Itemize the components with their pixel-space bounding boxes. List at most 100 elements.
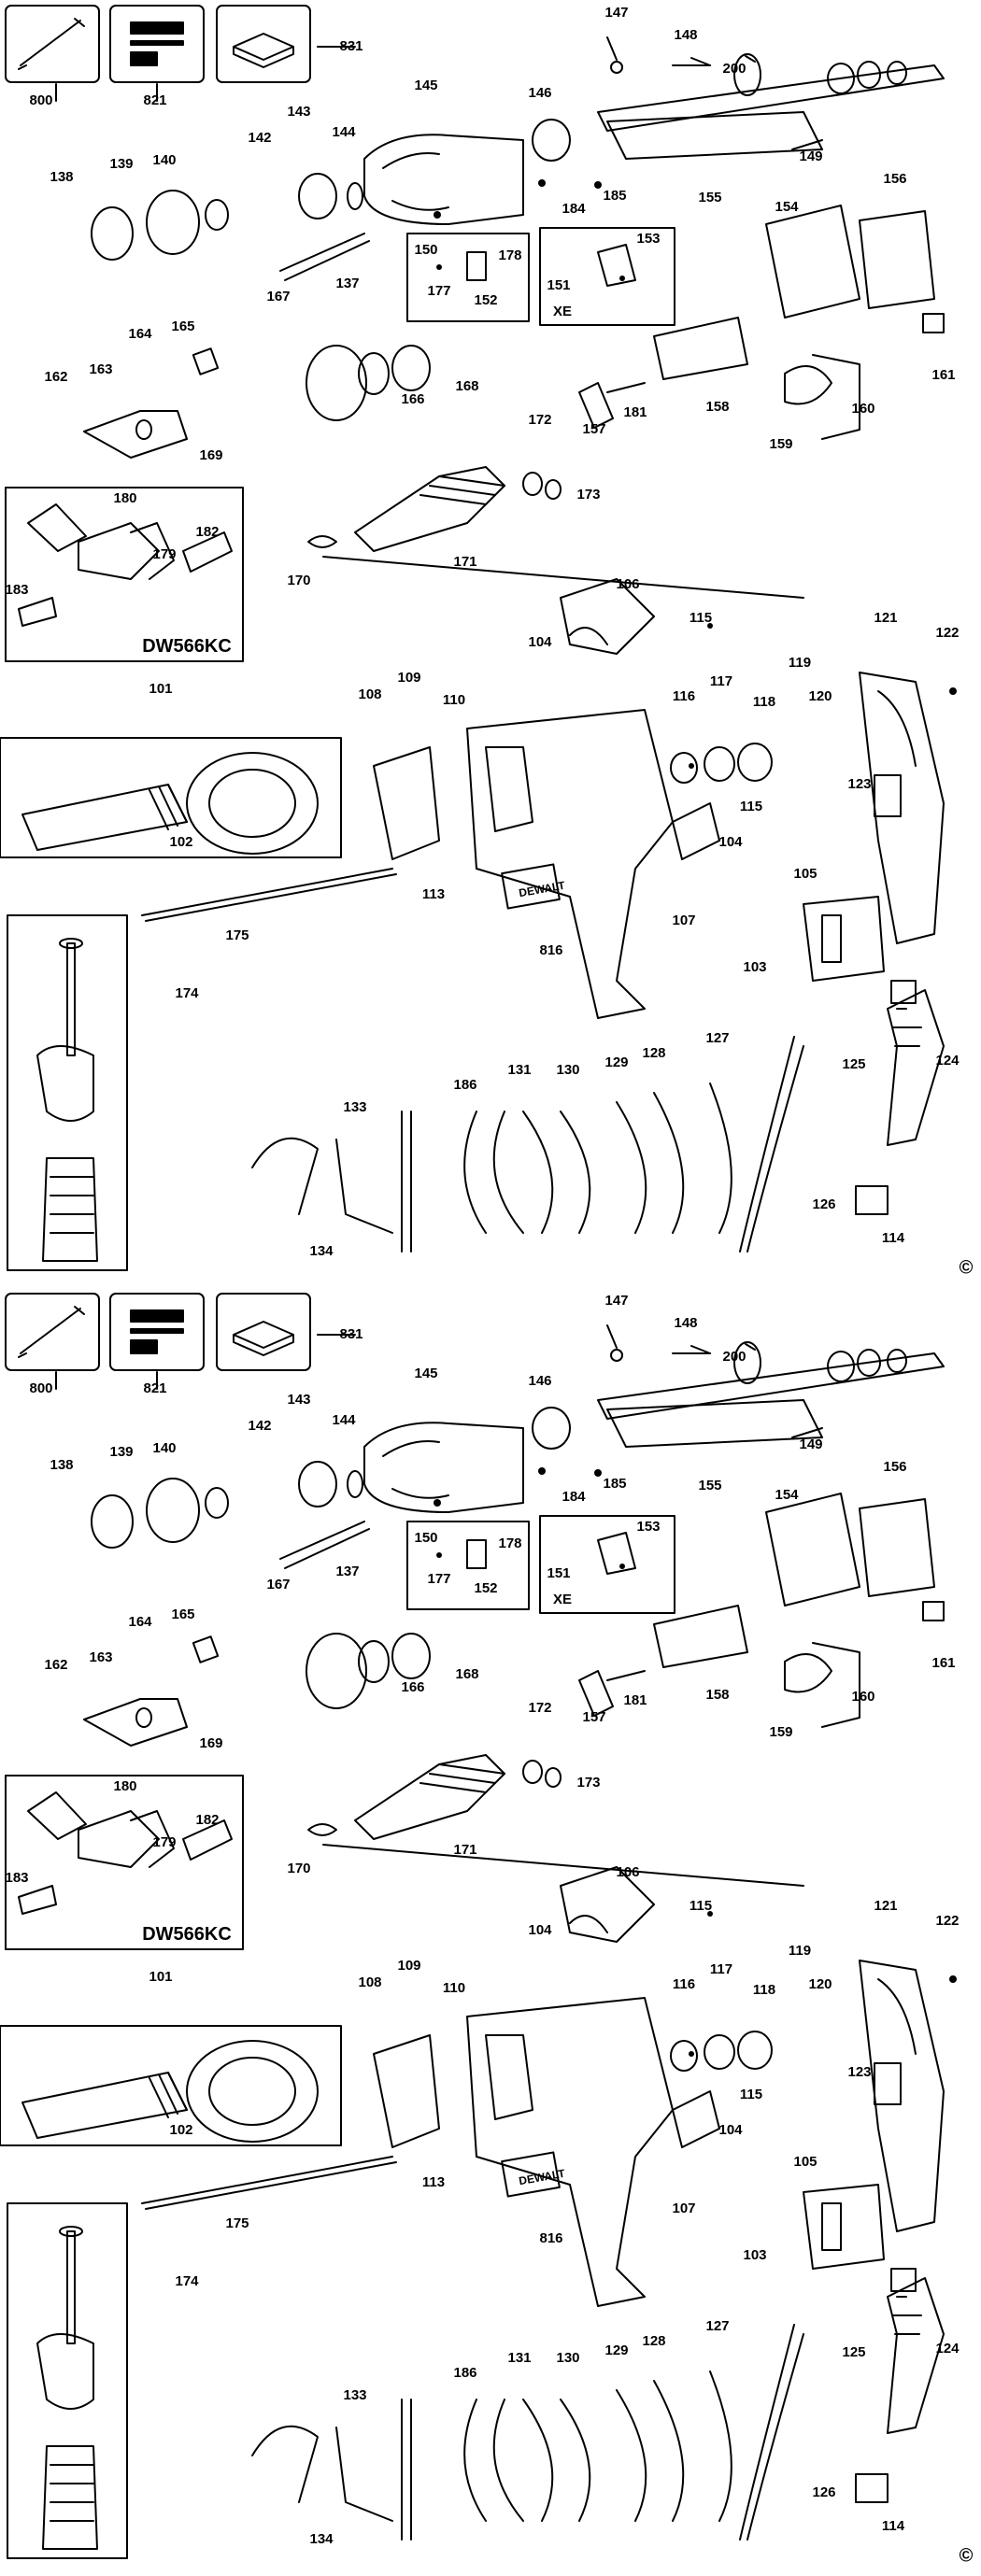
part-number-label: 149 bbox=[799, 1437, 823, 1452]
part-number-label: 110 bbox=[442, 692, 466, 708]
part-number-label: 127 bbox=[705, 1030, 730, 1046]
part-number-label: 138 bbox=[50, 1457, 74, 1473]
part-number-label: 133 bbox=[343, 1099, 367, 1115]
part-number-label: 184 bbox=[562, 201, 586, 217]
part-number-label: 121 bbox=[874, 610, 898, 626]
copyright-mark: © bbox=[959, 1257, 974, 1279]
part-number-label: 165 bbox=[171, 318, 195, 334]
switch-box-xe bbox=[539, 1515, 675, 1614]
part-number-label: 118 bbox=[752, 694, 776, 710]
part-number-label: 161 bbox=[931, 367, 956, 383]
part-number-label: 126 bbox=[812, 1196, 836, 1212]
part-number-label: 122 bbox=[935, 625, 960, 641]
part-number-label: 177 bbox=[427, 1571, 451, 1587]
part-number-label: 114 bbox=[881, 1230, 905, 1246]
part-number-label: 115 bbox=[689, 610, 713, 626]
part-number-label: 816 bbox=[539, 942, 563, 958]
part-number-label: 104 bbox=[528, 634, 552, 650]
part-number-label: 170 bbox=[287, 1861, 311, 1876]
part-number-label: 169 bbox=[199, 1735, 223, 1751]
part-number-label: 185 bbox=[603, 1476, 627, 1492]
part-number-label: 168 bbox=[455, 378, 479, 394]
part-number-label: 147 bbox=[604, 1293, 629, 1309]
part-number-label: 105 bbox=[793, 2154, 818, 2170]
part-number-label: 174 bbox=[175, 985, 199, 1001]
part-number-label: 143 bbox=[287, 1392, 311, 1408]
part-number-label: 186 bbox=[453, 1077, 477, 1093]
part-number-label: 137 bbox=[335, 276, 360, 291]
part-number-label: 165 bbox=[171, 1606, 195, 1622]
part-number-label: 119 bbox=[788, 1943, 812, 1959]
part-number-label: 800 bbox=[29, 92, 53, 108]
part-number-label: 131 bbox=[507, 2350, 532, 2366]
part-number-label: 170 bbox=[287, 573, 311, 588]
part-number-label: 183 bbox=[5, 582, 29, 598]
part-number-label: 131 bbox=[507, 1062, 532, 1078]
part-number-label: 142 bbox=[248, 130, 272, 146]
book-box bbox=[216, 5, 311, 83]
part-number-label: 105 bbox=[793, 866, 818, 882]
part-number-label: 142 bbox=[248, 1418, 272, 1434]
part-number-label: 158 bbox=[705, 399, 730, 415]
part-number-label: 115 bbox=[739, 799, 763, 814]
part-number-label: 156 bbox=[883, 1459, 907, 1475]
part-number-label: 172 bbox=[528, 1700, 552, 1716]
part-number-label: 137 bbox=[335, 1564, 360, 1579]
part-number-label: 146 bbox=[528, 1373, 552, 1389]
part-number-label: 104 bbox=[718, 2122, 743, 2138]
part-number-label: 831 bbox=[339, 38, 363, 54]
part-number-label: 102 bbox=[169, 2122, 193, 2138]
switch-variant-label: XE bbox=[552, 1592, 573, 1607]
part-number-label: 134 bbox=[309, 2531, 334, 2547]
part-number-label: 146 bbox=[528, 85, 552, 101]
part-number-label: 147 bbox=[604, 5, 629, 21]
part-number-label: 178 bbox=[498, 1536, 522, 1551]
part-number-label: 144 bbox=[332, 1412, 356, 1428]
armature-field-box bbox=[0, 737, 342, 858]
part-number-label: 157 bbox=[582, 1709, 606, 1725]
part-number-label: 120 bbox=[808, 688, 832, 704]
part-number-label: 125 bbox=[842, 2344, 866, 2360]
part-number-label: 168 bbox=[455, 1666, 479, 1682]
part-number-label: 134 bbox=[309, 1243, 334, 1259]
copyright-mark: © bbox=[959, 2545, 974, 2567]
part-number-label: 821 bbox=[143, 92, 167, 108]
part-number-label: 125 bbox=[842, 1056, 866, 1072]
part-number-label: 115 bbox=[689, 1898, 713, 1914]
part-number-label: 109 bbox=[397, 670, 421, 686]
part-number-label: 129 bbox=[604, 1054, 629, 1070]
part-number-label: 184 bbox=[562, 1489, 586, 1505]
part-number-label: 122 bbox=[935, 1913, 960, 1929]
part-number-label: 164 bbox=[128, 326, 152, 342]
part-number-label: 161 bbox=[931, 1655, 956, 1671]
part-number-label: 152 bbox=[474, 1580, 498, 1596]
part-number-label: 163 bbox=[89, 361, 113, 377]
part-number-label: 816 bbox=[539, 2230, 563, 2246]
part-number-label: 140 bbox=[152, 152, 177, 168]
part-number-label: 123 bbox=[847, 776, 872, 792]
part-number-label: 171 bbox=[453, 554, 477, 570]
part-number-label: 149 bbox=[799, 149, 823, 164]
part-number-label: 130 bbox=[556, 1062, 580, 1078]
parts-drawing bbox=[0, 1293, 957, 2559]
part-number-label: 200 bbox=[722, 61, 746, 77]
part-number-label: 148 bbox=[674, 1315, 698, 1331]
part-number-label: 182 bbox=[195, 1812, 220, 1828]
part-number-label: 183 bbox=[5, 1870, 29, 1886]
parts-drawing bbox=[0, 5, 957, 1271]
manual-box bbox=[109, 5, 205, 83]
part-number-label: 117 bbox=[709, 673, 733, 689]
part-number-label: 102 bbox=[169, 834, 193, 850]
part-number-label: 167 bbox=[266, 1577, 291, 1592]
part-number-label: 108 bbox=[358, 1974, 382, 1990]
chuck-kit-box bbox=[5, 1775, 244, 1950]
part-number-label: 150 bbox=[414, 1530, 438, 1546]
part-number-label: 116 bbox=[672, 688, 696, 704]
part-number-label: 154 bbox=[775, 199, 799, 215]
part-number-label: 159 bbox=[769, 1724, 793, 1740]
part-number-label: 144 bbox=[332, 124, 356, 140]
part-number-label: 106 bbox=[616, 1864, 640, 1880]
part-number-label: 104 bbox=[528, 1922, 552, 1938]
switch-box-standard bbox=[406, 1521, 530, 1610]
